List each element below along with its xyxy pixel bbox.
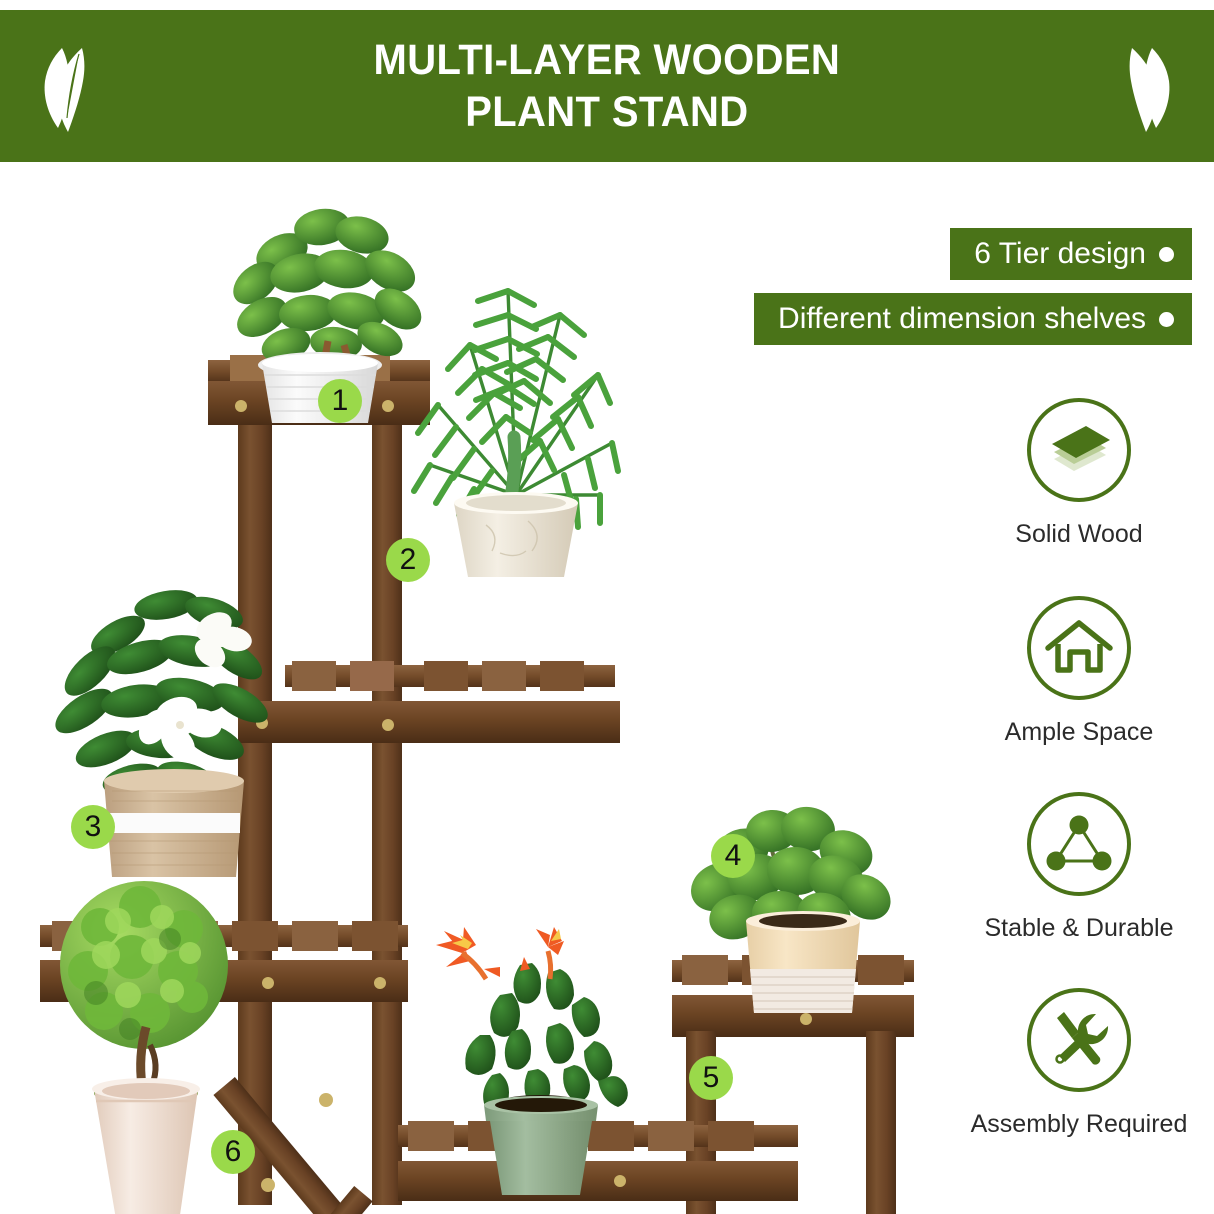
bullet-dot-icon [1159, 311, 1174, 327]
callout-number: 4 [724, 839, 742, 872]
callout-badge-2: 2 [386, 538, 430, 582]
feature-icon-ring [1027, 988, 1131, 1092]
feature-icon-ring [1027, 792, 1131, 896]
callout-badge-3: 3 [71, 805, 115, 849]
parlor-palm [411, 288, 621, 577]
callout-number: 6 [224, 1135, 242, 1168]
stacked-wood-boards-icon [1052, 426, 1110, 471]
feature-stable-durable: Stable & Durable [944, 792, 1214, 943]
page-title: MULTI-LAYER WOODEN PLANT STAND [373, 35, 841, 136]
feature-tag-label: Different dimension shelves [778, 302, 1146, 335]
feature-ample-space: Ample Space [944, 596, 1214, 747]
feature-caption: Assembly Required [970, 1110, 1188, 1138]
cactus-flower [436, 927, 564, 981]
gardenia-flower [138, 612, 252, 761]
callout-number: 3 [84, 810, 102, 843]
feature-tag-shelf-dimensions: Different dimension shelves [754, 293, 1192, 345]
leaf-icon [1100, 40, 1176, 137]
shelf-tier-5 [398, 1121, 798, 1201]
gardenia-plant [55, 590, 268, 877]
product-photo-plant-stand [0, 165, 960, 1214]
wrench-screwdriver-icon [1055, 1012, 1109, 1065]
christmas-cactus [436, 927, 628, 1195]
feature-icon-ring [1027, 596, 1131, 700]
feature-assembly-required: Assembly Required [944, 988, 1214, 1139]
callout-badge-1: 1 [318, 379, 362, 423]
feature-tag-tier-design: 6 Tier design [950, 228, 1192, 280]
feature-solid-wood: Solid Wood [944, 398, 1214, 549]
diagonal-brace [251, 1178, 373, 1214]
shelf-tier-2 [238, 661, 620, 743]
callout-badge-4: 4 [711, 834, 755, 878]
callout-badge-5: 5 [689, 1056, 733, 1100]
callout-number: 1 [331, 384, 349, 417]
bullet-dot-icon [1159, 246, 1174, 262]
feature-tag-label: 6 Tier design [974, 237, 1146, 270]
diagonal-brace [213, 1077, 348, 1214]
feature-icon-ring [1027, 398, 1131, 502]
leaf-icon [38, 40, 114, 137]
feature-caption: Stable & Durable [984, 914, 1174, 942]
feature-caption: Solid Wood [1015, 520, 1143, 548]
callout-number: 2 [399, 543, 417, 576]
callout-badge-6: 6 [211, 1130, 255, 1174]
callout-number: 5 [702, 1061, 720, 1094]
feature-caption: Ample Space [1004, 718, 1154, 746]
house-icon [1045, 620, 1113, 673]
boxwood-topiary [60, 881, 228, 1214]
header-banner: MULTI-LAYER WOODEN PLANT STAND [0, 10, 1214, 162]
triangle-nodes-icon [1046, 815, 1112, 871]
